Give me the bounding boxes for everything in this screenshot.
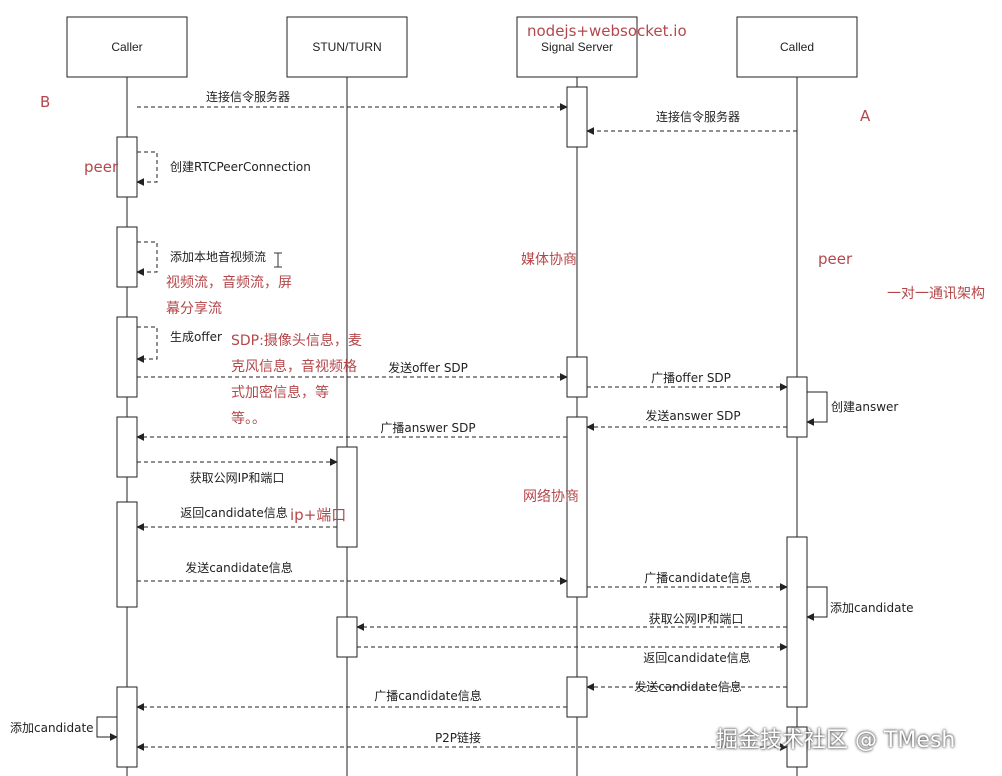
message-label: 创建answer	[831, 400, 898, 414]
participant-label: Signal Server	[541, 40, 613, 54]
annotation: 式加密信息，等	[231, 384, 329, 401]
message-4: 添加本地音视频流	[136, 241, 266, 276]
annotation: peer	[84, 158, 119, 176]
participant-label: Caller	[111, 40, 142, 54]
message-label: 获取公网IP和端口	[649, 612, 744, 626]
message-20: 添加candidate	[10, 716, 118, 741]
annotation: B	[40, 93, 50, 111]
participant-signal: Signal Server	[516, 16, 638, 78]
message-label: 发送candidate信息	[185, 560, 293, 575]
participant-stun: STUN/TURN	[286, 16, 408, 78]
message-10: 广播answer SDP	[136, 421, 567, 441]
message-3: 创建RTCPeerConnection	[136, 151, 311, 186]
activation-caller	[116, 316, 138, 398]
message-8: 创建answer	[806, 391, 898, 426]
message-label: 连接信令服务器	[206, 89, 290, 104]
message-7: 广播offer SDP	[587, 371, 788, 391]
message-1: 连接信令服务器	[137, 89, 568, 111]
activation-called	[786, 536, 808, 708]
message-9: 发送answer SDP	[586, 408, 787, 431]
message-label: P2P链接	[435, 730, 481, 745]
message-19: 广播candidate信息	[136, 688, 567, 711]
message-5: 生成offer	[136, 326, 222, 363]
annotation: 等。。	[231, 410, 266, 427]
message-label: 获取公网IP和端口	[190, 471, 285, 485]
watermark: 掘金技术社区 @ TMesh	[716, 728, 956, 753]
message-label: 广播answer SDP	[380, 421, 475, 435]
message-21: P2P链接	[136, 730, 788, 751]
message-label: 创建RTCPeerConnection	[170, 160, 311, 174]
annotation: SDP:摄像头信息，麦	[231, 332, 362, 349]
activation-stun	[336, 446, 358, 548]
annotation: 视频流，音频流，屏	[166, 274, 292, 291]
message-label: 发送offer SDP	[388, 360, 468, 375]
activation-caller	[116, 416, 138, 478]
annotation: 克风信息，音视频格	[231, 358, 357, 375]
message-17: 返回candidate信息	[357, 643, 788, 665]
activation-signal	[566, 356, 588, 398]
message-label: 广播candidate信息	[644, 570, 752, 585]
participant-label: STUN/TURN	[312, 40, 381, 54]
message-label: 返回candidate信息	[180, 505, 288, 520]
message-label: 发送candidate信息	[634, 679, 742, 694]
message-label: 广播offer SDP	[651, 371, 731, 385]
message-11: 获取公网IP和端口	[137, 458, 338, 485]
activation-signal	[566, 676, 588, 718]
annotation: peer	[818, 250, 853, 268]
participant-caller: Caller	[66, 16, 188, 78]
participant-called: Called	[736, 16, 858, 78]
message-6: 发送offer SDP	[137, 360, 568, 381]
message-label: 生成offer	[170, 330, 222, 344]
message-label: 发送answer SDP	[645, 408, 740, 423]
annotation: nodejs+websocket.io	[527, 22, 687, 40]
activation-signal	[566, 416, 588, 598]
participant-label: Called	[780, 40, 814, 54]
activation-caller	[116, 501, 138, 608]
message-18: 发送candidate信息	[586, 679, 787, 694]
message-15: 添加candidate	[806, 586, 914, 621]
message-13: 发送candidate信息	[137, 560, 568, 585]
message-12: 返回candidate信息	[136, 505, 337, 531]
activation-caller	[116, 686, 138, 768]
activation-called	[786, 376, 808, 438]
activation-stun	[336, 616, 358, 658]
annotation: 网络协商	[523, 489, 579, 505]
annotation: A	[860, 107, 871, 125]
message-label: 添加candidate	[10, 721, 94, 735]
annotation: 幕分享流	[166, 300, 222, 317]
text-cursor-icon	[274, 252, 282, 268]
message-16: 获取公网IP和端口	[356, 612, 787, 631]
message-label: 连接信令服务器	[656, 109, 740, 124]
message-label: 返回candidate信息	[643, 650, 751, 665]
message-label: 添加本地音视频流	[170, 249, 266, 264]
message-label: 添加candidate	[830, 601, 914, 615]
activation-signal	[566, 86, 588, 148]
message-label: 广播candidate信息	[374, 688, 482, 703]
message-2: 连接信令服务器	[586, 109, 797, 135]
message-14: 广播candidate信息	[587, 570, 788, 591]
annotation: ip+端口	[290, 506, 346, 524]
activation-caller	[116, 226, 138, 288]
activation-caller	[116, 136, 138, 198]
annotation: 一对一通讯架构	[887, 286, 985, 302]
annotation: 媒体协商	[521, 252, 577, 268]
